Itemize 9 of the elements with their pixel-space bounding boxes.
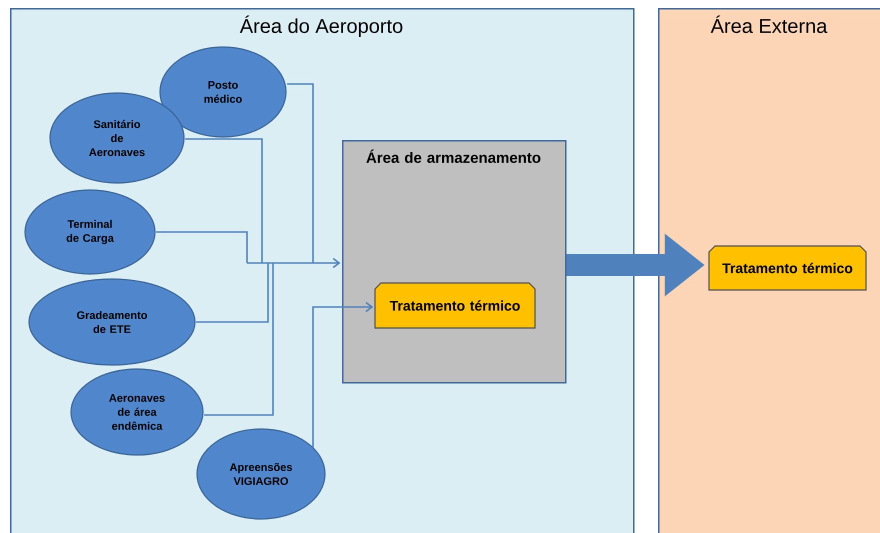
arrow [312,302,374,448]
connector-line [287,83,314,263]
connector-line [204,263,274,416]
process-box: Tratamento térmico [708,245,867,291]
connector-line [156,231,248,263]
connector-line [196,263,269,323]
connector-line [185,138,263,263]
arrow [247,258,340,268]
process-box: Tratamento térmico [374,282,536,329]
